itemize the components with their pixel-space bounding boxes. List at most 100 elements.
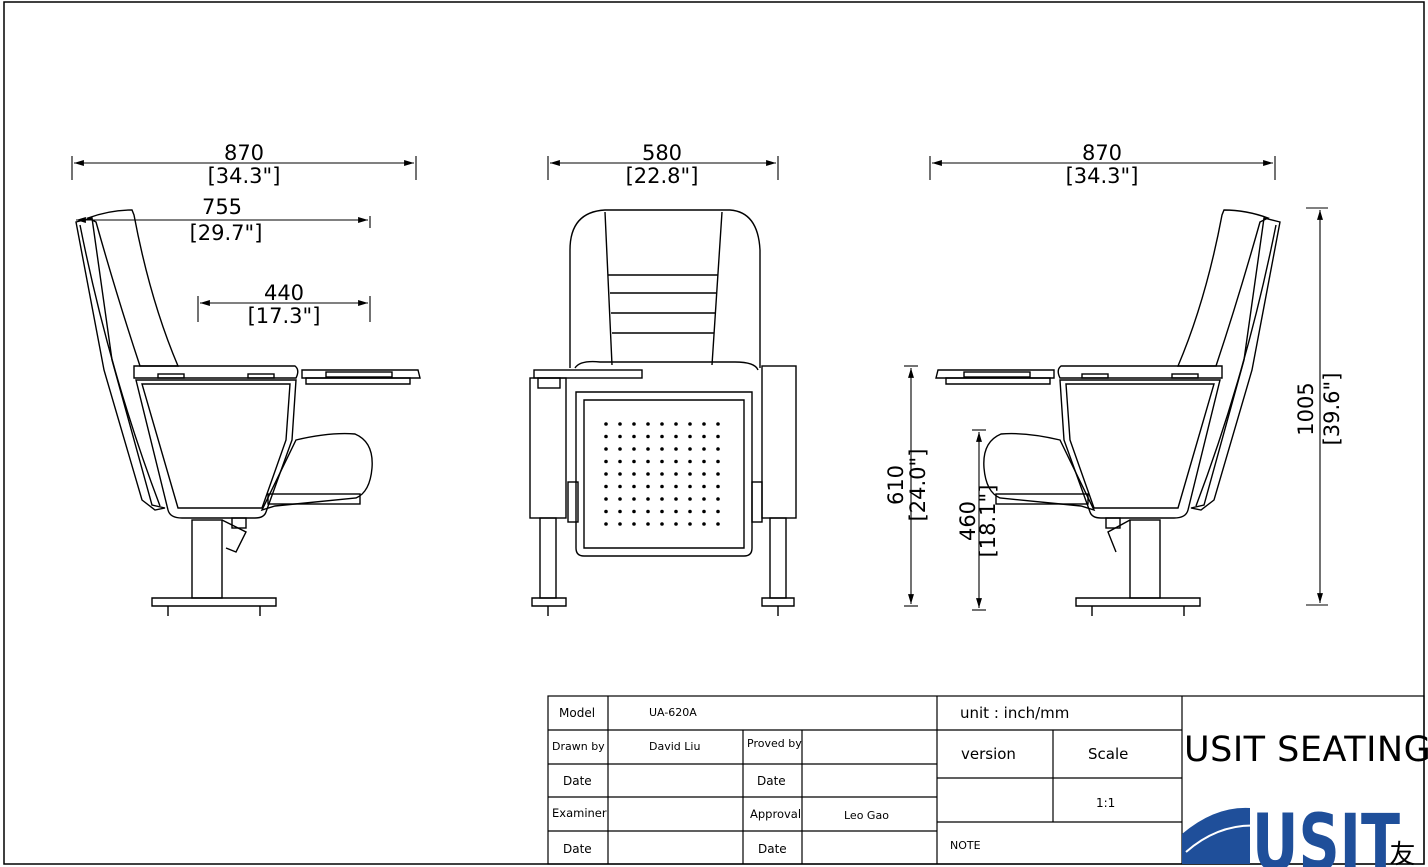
- company-name: USIT SEATING: [1184, 730, 1428, 770]
- perforation-dot: [716, 497, 720, 501]
- perforation-dot: [716, 422, 720, 426]
- perforation-dot: [646, 472, 650, 476]
- perforation-dot: [674, 497, 678, 501]
- perforation-dot: [646, 422, 650, 426]
- perforation-dot: [688, 434, 692, 439]
- perforation-dot: [702, 522, 706, 526]
- perforation-dot: [632, 447, 636, 451]
- logo-chinese: 友诺: [1385, 840, 1415, 867]
- perforation-dot: [604, 472, 608, 476]
- perforation-dot: [674, 509, 678, 514]
- dim-back-depth-mm: 755: [201, 195, 243, 219]
- perforation-dot: [674, 447, 678, 451]
- perforation-dot: [688, 447, 692, 451]
- perforation-dot: [660, 422, 664, 426]
- perforation-dot: [632, 497, 636, 501]
- perforation-dot: [702, 422, 706, 426]
- perforation-dot: [702, 434, 706, 439]
- perforation-dot: [688, 497, 692, 501]
- perforation-dot: [674, 422, 678, 426]
- logo-swoosh-line: [1185, 824, 1263, 853]
- perforation-dot: [660, 434, 664, 439]
- perforation-dot: [716, 522, 720, 526]
- perforation-dot: [618, 447, 622, 451]
- perforation-dot: [618, 522, 622, 526]
- model-value: UA-620A: [649, 706, 697, 719]
- proved-by-label: Proved by: [747, 737, 802, 750]
- date-label-3: Date: [563, 842, 592, 856]
- date-label-2: Date: [757, 774, 786, 788]
- perforation-dot: [660, 459, 664, 464]
- perforation-dot: [702, 447, 706, 451]
- perforation-dot: [660, 484, 664, 489]
- perforation-dot: [674, 459, 678, 464]
- dim-front-width-mm: 580: [641, 141, 683, 165]
- front-view: [529, 209, 797, 616]
- approval-label: Approval: [750, 807, 802, 821]
- perforation-dot: [674, 434, 678, 439]
- date-label-4: Date: [758, 842, 787, 856]
- perforation-dot: [702, 509, 706, 514]
- perforation-dot: [702, 472, 706, 476]
- usit-logo: USIT 友诺: [1182, 799, 1415, 867]
- perforation-dot: [716, 459, 720, 464]
- dim-seat-depth-mm: 440: [263, 281, 305, 305]
- dim-front-width-in: [22.8"]: [625, 164, 699, 188]
- perforation-dot: [604, 422, 608, 426]
- perforation-dot: [604, 434, 608, 439]
- perforation-dot: [674, 484, 678, 489]
- perforation-dot: [688, 472, 692, 476]
- perforation-dot: [702, 484, 706, 489]
- perforation-dot: [604, 484, 608, 489]
- perforation-dot: [702, 459, 706, 464]
- perforation-dot: [688, 509, 692, 514]
- perforation-dot: [618, 422, 622, 426]
- examiner-label: Examiner: [552, 806, 607, 820]
- perforation-dot: [618, 484, 622, 489]
- perforation-dot: [716, 472, 720, 476]
- perforation-dot: [688, 522, 692, 526]
- perforation-dot: [618, 459, 622, 464]
- dim-seat-height-in: [18.1"]: [976, 484, 1000, 558]
- perforation-dot: [632, 459, 636, 464]
- perforation-dot: [632, 522, 636, 526]
- perforation-dot: [646, 459, 650, 464]
- perforation-dot: [632, 434, 636, 439]
- dim-armrest-height-in: [24.0"]: [906, 448, 930, 522]
- perforation-dot: [604, 522, 608, 526]
- dim-overall-width-right-mm: 870: [1081, 141, 1123, 165]
- perforation-dot: [604, 509, 608, 514]
- perforation-dot: [674, 472, 678, 476]
- scale-label: Scale: [1088, 745, 1129, 763]
- title-block-grid: [547, 695, 1425, 865]
- perforation-dot: [646, 447, 650, 451]
- perforation-dot: [716, 509, 720, 514]
- perforation-dot: [646, 434, 650, 439]
- drawn-by-value: David Liu: [649, 740, 701, 753]
- scale-value: 1:1: [1096, 796, 1116, 810]
- dim-overall-width-left-mm: 870: [223, 141, 265, 165]
- date-label-1: Date: [563, 774, 592, 788]
- perforation-dot: [632, 422, 636, 426]
- perforation-dot: [660, 522, 664, 526]
- perforation-dot: [618, 472, 622, 476]
- dim-seat-depth-in: [17.3"]: [247, 304, 321, 328]
- dimension-lines: [71, 156, 1328, 611]
- perforation-dot: [632, 472, 636, 476]
- logo-swoosh: [1182, 807, 1250, 864]
- perforation-dot: [646, 497, 650, 501]
- unit-label: unit : inch/mm: [960, 704, 1070, 722]
- perforation-dot: [618, 509, 622, 514]
- note-label: NOTE: [950, 839, 981, 852]
- perforation-dot: [660, 447, 664, 451]
- side-view-left: [75, 209, 421, 616]
- perforation-dot: [632, 484, 636, 489]
- perforation-dot: [604, 459, 608, 464]
- perforation-dot: [702, 497, 706, 501]
- perforation-dot: [632, 509, 636, 514]
- version-label: version: [961, 745, 1016, 763]
- perforation-dot: [716, 434, 720, 439]
- dim-armrest-height-mm: 610: [884, 464, 908, 506]
- model-label: Model: [559, 706, 596, 720]
